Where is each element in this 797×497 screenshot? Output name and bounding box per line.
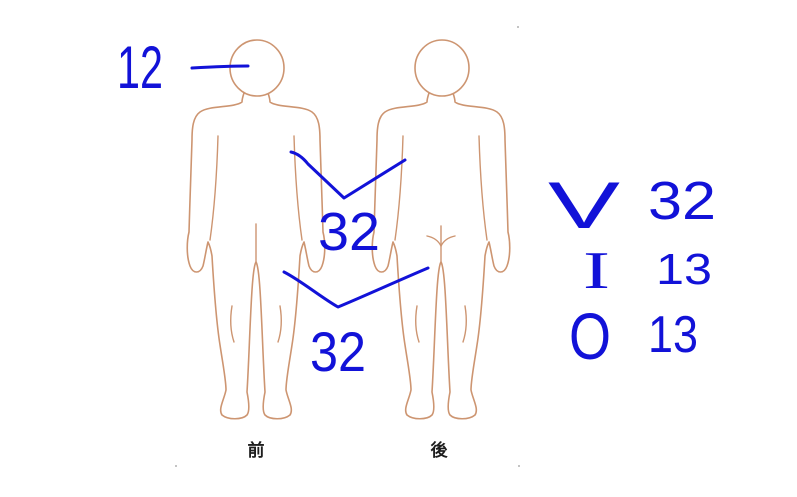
torso-count-label: 32 xyxy=(318,202,380,262)
front-figure-label: 前 xyxy=(248,440,265,461)
back-body-figure xyxy=(371,39,511,420)
front-right-knee-line xyxy=(277,305,283,343)
legend-count-i: 13 xyxy=(656,245,712,294)
corner-dot xyxy=(518,465,520,467)
legend-symbol-o: O xyxy=(569,299,611,373)
corner-dot xyxy=(517,26,519,28)
back-left-arm-line xyxy=(394,135,404,241)
corner-dot xyxy=(175,465,177,467)
head-pointer-line xyxy=(190,64,250,70)
front-right-arm-line xyxy=(293,135,303,241)
back-figure-label: 後 xyxy=(431,440,449,461)
legend-count-o: 13 xyxy=(648,306,698,364)
legend-count-v: 32 xyxy=(648,171,716,231)
legend: V 32 I 13 O 13 xyxy=(548,168,716,373)
front-body-figure xyxy=(186,39,326,420)
back-right-arm-line xyxy=(478,135,488,241)
back-left-seat-line xyxy=(426,235,442,247)
legend-symbol-i: I xyxy=(583,242,610,300)
torso-bracket-mark xyxy=(289,150,407,200)
head-count-label: 12 xyxy=(117,34,163,101)
legend-symbol-v: V xyxy=(548,168,620,242)
back-head xyxy=(414,39,470,97)
back-left-knee-line xyxy=(414,305,420,343)
front-left-arm-line xyxy=(209,135,219,241)
back-right-seat-line xyxy=(440,235,456,247)
front-head xyxy=(229,39,285,97)
legs-count-label: 32 xyxy=(310,320,366,383)
legs-bracket-mark xyxy=(282,266,430,309)
front-left-knee-line xyxy=(229,305,235,343)
back-right-knee-line xyxy=(462,305,468,343)
